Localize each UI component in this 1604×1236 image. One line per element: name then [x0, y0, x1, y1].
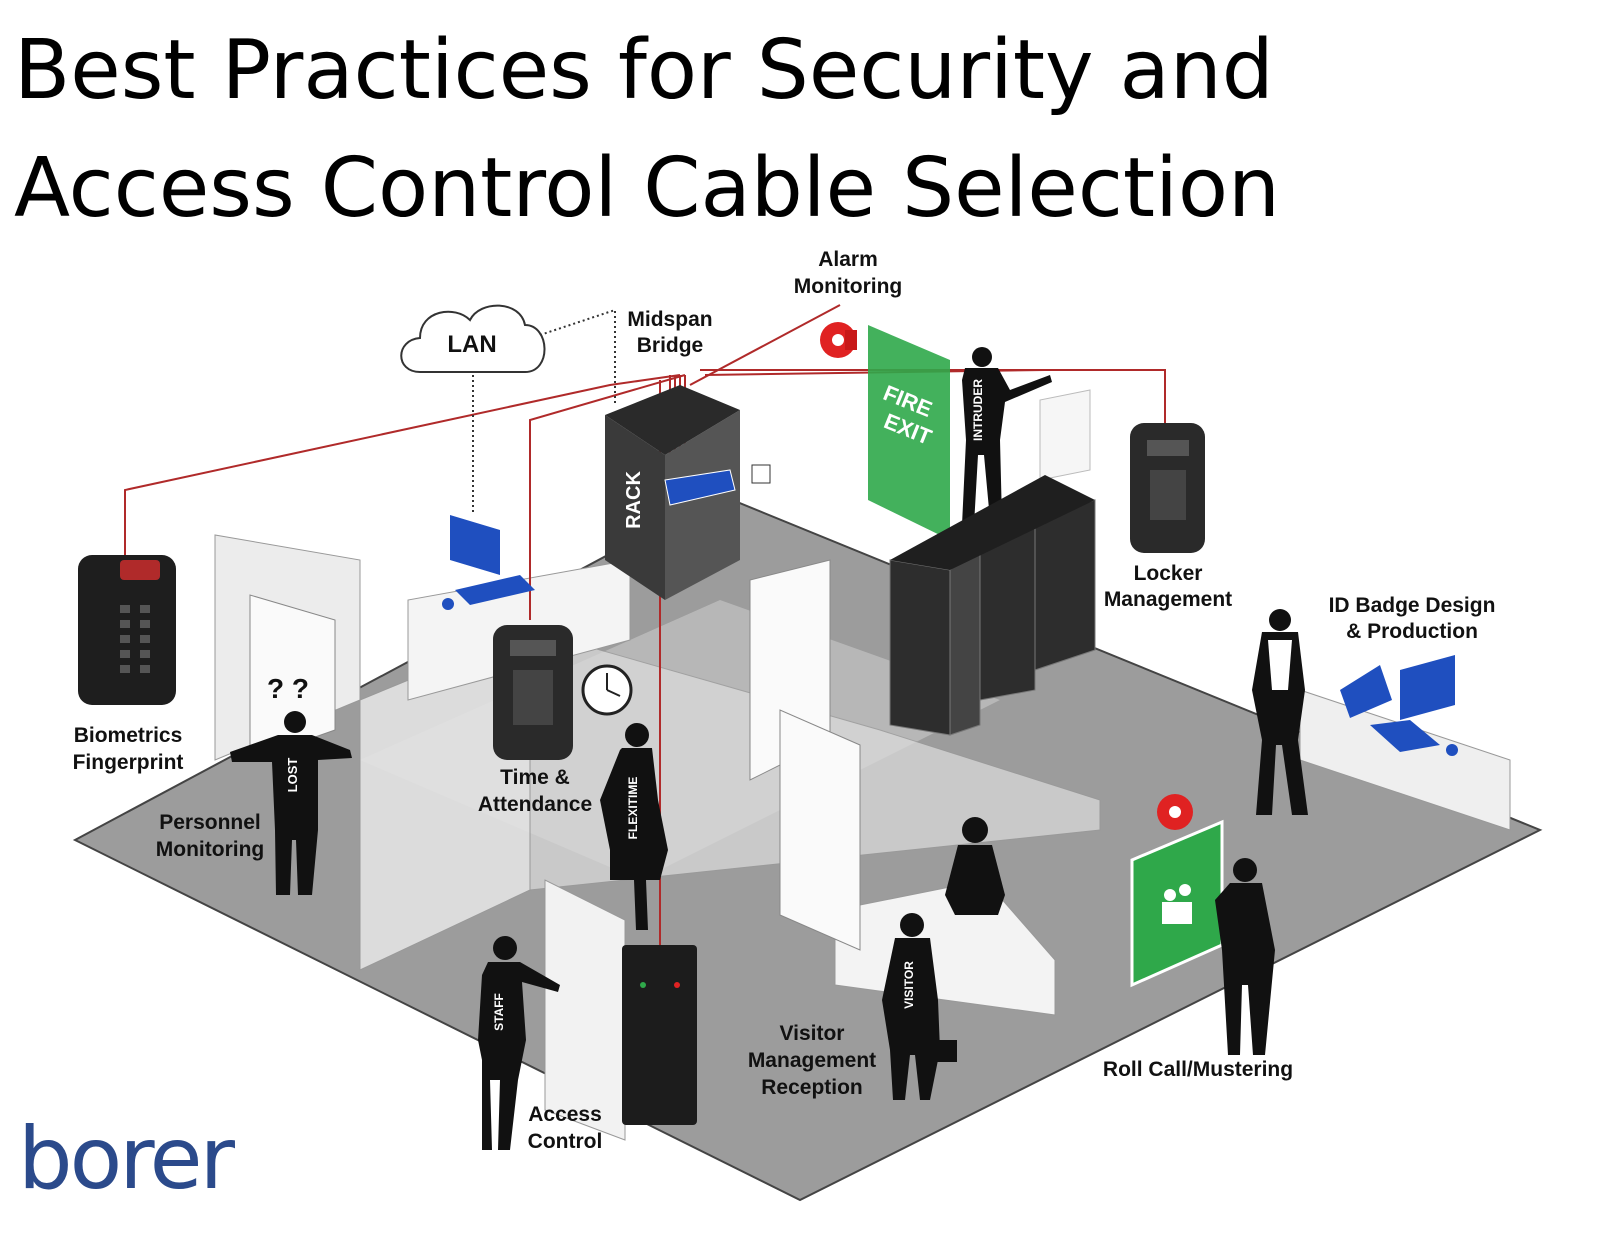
locker-label-1: Locker [1134, 562, 1203, 585]
rack: RACK [605, 385, 771, 600]
id-badge-station: ID Badge Design & Production [1329, 594, 1496, 756]
logo-text: borer [18, 1109, 236, 1209]
clock-icon [581, 664, 633, 716]
alarm-label-1: Alarm [818, 248, 878, 271]
roll-call-label: Roll Call/Mustering [1103, 1058, 1293, 1081]
biometrics-device: Biometrics Fingerprint [73, 555, 184, 774]
rack-label: RACK [623, 471, 645, 529]
locker-bank [889, 475, 1096, 736]
midspan-bridge-label: Midspan Bridge [627, 308, 712, 357]
alarm-bell-icon-2 [1157, 794, 1193, 830]
computer-keyboard-icon [455, 575, 535, 605]
visitor-mgmt-label-3: Reception [761, 1076, 863, 1099]
mouse-icon [1446, 744, 1458, 756]
keyboard-icon [1370, 720, 1440, 752]
glass-panel [1039, 389, 1091, 481]
visitor-mgmt-label-1: Visitor [780, 1022, 845, 1045]
personnel-label-1: Personnel [159, 811, 261, 834]
badge-printer-icon [1340, 665, 1392, 718]
badge-operator-person [1252, 609, 1308, 815]
wall-desk-right [1299, 689, 1511, 831]
wall-door-right [779, 709, 861, 951]
fire-exit-sign: FIRE EXIT [868, 325, 950, 540]
visitor-person: VISITOR Visitor Management Reception [748, 913, 957, 1100]
roll-call-area: Roll Call/Mustering [1103, 794, 1293, 1081]
time-label-1: Time & [500, 766, 570, 789]
title-line-2: Access Control Cable Selection [14, 141, 1280, 236]
mustering-officer-person [1215, 858, 1275, 1055]
midspan-label-1: Midspan [627, 308, 712, 331]
visitor-label: VISITOR [902, 961, 916, 1009]
borer-logo: borer [18, 1109, 239, 1209]
locker-label-2: Management [1104, 588, 1232, 611]
receptionist-person [945, 817, 1005, 915]
flexitime-label: FLEXITIME [626, 777, 640, 840]
alarm-bell-icon [820, 322, 857, 358]
id-badge-label-2: & Production [1346, 620, 1478, 643]
lost-person: ? ? LOST Personnel Monitoring [156, 673, 352, 895]
biometrics-label-1: Biometrics [74, 724, 183, 747]
flexitime-person: FLEXITIME [600, 723, 668, 930]
time-label-2: Attendance [478, 793, 592, 816]
intruder-person: INTRUDER [962, 347, 1052, 525]
access-control-gate: Access Control [528, 945, 697, 1153]
midspan-label-2: Bridge [637, 334, 704, 357]
locker-reader-device: Locker Management [1104, 423, 1232, 611]
personnel-label-2: Monitoring [156, 838, 264, 861]
alarm-monitoring: Alarm Monitoring [794, 248, 902, 358]
page-title: Best Practices for Security and Access C… [14, 12, 1514, 248]
power-socket-icon [751, 464, 771, 484]
title-line-1: Best Practices for Security and [14, 23, 1274, 118]
desk-computer [442, 515, 535, 610]
staff-label: STAFF [492, 993, 506, 1031]
staff-person: STAFF [478, 936, 560, 1150]
alarm-label-2: Monitoring [794, 275, 902, 298]
id-badge-label-1: ID Badge Design [1329, 594, 1496, 617]
access-label-2: Control [528, 1130, 603, 1153]
network-dotted-lines [472, 308, 616, 515]
wall-entrance [544, 879, 626, 1141]
wall-door-left [249, 594, 336, 761]
monitor-icon [1400, 655, 1455, 720]
intruder-label: INTRUDER [971, 379, 985, 441]
lan-label: LAN [447, 331, 496, 358]
computer-mouse-icon [442, 598, 454, 610]
computer-monitor-icon [450, 515, 500, 575]
time-attendance-device: Time & Attendance [478, 625, 633, 816]
network-switch-icon [664, 469, 736, 506]
question-marks: ? ? [267, 673, 309, 704]
biometrics-label-2: Fingerprint [73, 751, 184, 774]
lost-label: LOST [285, 758, 300, 793]
access-label-1: Access [528, 1103, 602, 1126]
visitor-mgmt-label-2: Management [748, 1049, 876, 1072]
lan-cloud-icon: LAN [400, 304, 546, 373]
briefcase-icon [935, 1040, 957, 1062]
